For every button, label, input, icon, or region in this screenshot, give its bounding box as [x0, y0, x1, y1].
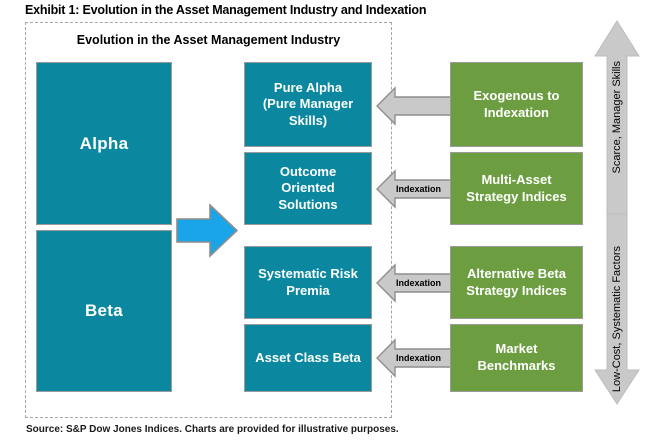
box-asset-class-beta: Asset Class Beta — [244, 324, 372, 392]
box-pure-alpha-line3: Skills) — [288, 112, 328, 128]
box-exogenous-to-indexation: Exogenous to Indexation — [450, 62, 583, 147]
box-market-benchmarks: Market Benchmarks — [450, 324, 583, 392]
box-outcome-line3: Solutions — [278, 196, 338, 212]
box-exogenous-line2: Indexation — [483, 104, 549, 120]
box-beta: Beta — [36, 230, 172, 392]
box-exogenous-line1: Exogenous to — [473, 87, 560, 103]
indexation-arrow-icon-1 — [376, 86, 452, 126]
box-pure-alpha-line2: (Pure Manager — [262, 96, 354, 112]
arrow-down-icon: Low-Cost, Systematic Factors — [594, 213, 640, 405]
box-outcome-line1: Outcome — [279, 163, 337, 179]
arrow-up-icon: Scarce, Manager Skills — [594, 20, 640, 215]
box-asset-class-line1: Asset Class Beta — [255, 349, 361, 365]
box-systematic-risk-premia: Systematic Risk Premia — [244, 246, 372, 319]
source-note: Source: S&P Dow Jones Indices. Charts ar… — [26, 424, 399, 435]
box-market-bench-line2: Benchmarks — [477, 358, 556, 373]
box-market-bench-line1: Market — [495, 341, 538, 357]
box-alt-beta-line2: Strategy Indices — [466, 282, 567, 298]
box-alternative-beta-strategy-indices: Alternative Beta Strategy Indices — [450, 246, 583, 319]
panel-heading: Evolution in the Asset Management Indust… — [76, 33, 341, 47]
evolution-panel — [25, 22, 392, 418]
box-multi-asset-line1: Multi-Asset — [481, 171, 552, 187]
box-outcome-oriented-solutions: Outcome Oriented Solutions — [244, 152, 372, 225]
box-systematic-line2: Premia — [286, 282, 330, 298]
indexation-arrow-icon-4: Indexation — [376, 338, 452, 378]
transition-arrow-icon — [176, 203, 239, 258]
page-title: Exhibit 1: Evolution in the Asset Manage… — [25, 3, 427, 17]
box-outcome-line2: Oriented — [281, 180, 335, 196]
box-pure-alpha: Pure Alpha (Pure Manager Skills) — [244, 62, 372, 147]
box-multi-asset-strategy-indices: Multi-Asset Strategy Indices — [450, 152, 583, 225]
indexation-arrow-icon-3: Indexation — [376, 263, 452, 303]
indexation-arrow-icon-2: Indexation — [376, 169, 452, 209]
box-alpha: Alpha — [36, 62, 172, 225]
box-multi-asset-line2: Strategy Indices — [466, 188, 567, 204]
box-alt-beta-line1: Alternative Beta — [467, 265, 566, 281]
box-systematic-line1: Systematic Risk — [258, 265, 358, 281]
box-pure-alpha-line1: Pure Alpha — [273, 79, 343, 95]
